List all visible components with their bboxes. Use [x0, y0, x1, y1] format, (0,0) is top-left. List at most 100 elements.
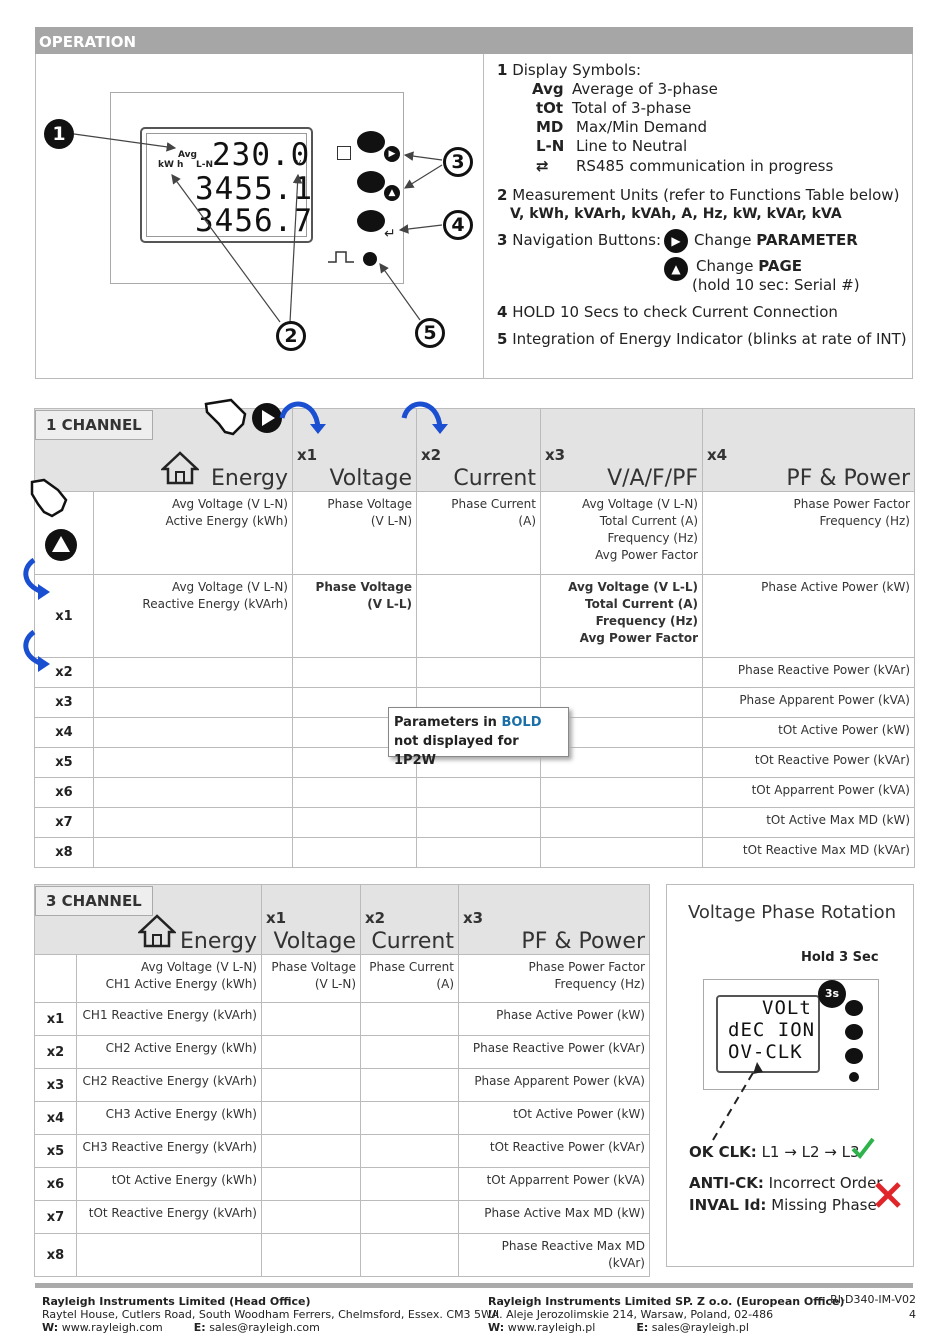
device-button-hold[interactable] [357, 210, 385, 232]
footer-right-e-label: E: [636, 1321, 649, 1334]
footer-left-web-link[interactable]: www.rayleigh.com [61, 1321, 163, 1334]
note-text-bold: BOLD [501, 715, 542, 730]
one-channel-row-label: x5 [34, 747, 94, 778]
one-channel-cell: Phase Current (A) [416, 491, 541, 575]
footer-left-title: Rayleigh Instruments Limited (Head Offic… [42, 1295, 311, 1308]
footer-left-address: Raytel House, Cutlers Road, South Woodha… [42, 1308, 499, 1321]
footer-left-email-link[interactable]: sales@rayleigh.com [209, 1321, 320, 1334]
op-item-3-page: Change PAGE [696, 257, 802, 276]
parameter-arrow-icon: ▶ [664, 229, 688, 253]
one-channel-cell: Phase Active Power (kW) [702, 574, 915, 658]
three-channel-row-label: x7 [34, 1200, 77, 1234]
three-channel-cell [360, 1068, 459, 1102]
hand-pointer-down-icon [30, 478, 77, 561]
header-vafpf-label: V/A/F/PF [607, 466, 698, 491]
inval-id-line: INVAL Id: Missing Phase [689, 1196, 877, 1214]
one-channel-cell [540, 837, 703, 868]
three-channel-row-label: x1 [34, 1002, 77, 1036]
op-item-4-text: HOLD 10 Secs to check Current Connection [512, 303, 838, 321]
one-channel-cell [93, 657, 293, 688]
checkmark-icon [851, 1137, 875, 1160]
three-channel-cell: Phase Active Max MD (kW) [458, 1200, 650, 1234]
footer-left-contact: W: www.rayleigh.com E: sales@rayleigh.co… [42, 1321, 320, 1334]
op-item-1-text: Display Symbols: [512, 61, 642, 79]
three-channel-cell: Phase Active Power (kW) [458, 1002, 650, 1036]
callout-1: 1 [44, 119, 74, 149]
mini-led [849, 1072, 859, 1082]
footer-right-contact: W: www.rayleigh.pl E: sales@rayleigh.pl [488, 1321, 749, 1334]
op-item-2-text: Measurement Units (refer to Functions Ta… [512, 186, 900, 204]
symbol-row-ln: L-N Line to Neutral [536, 137, 687, 156]
bold-parameters-note: Parameters in BOLD not displayed for 1P2… [388, 707, 569, 768]
three-channel-cell: CH3 Reactive Energy (kVArh) [76, 1134, 262, 1168]
one-channel-cell [416, 837, 541, 868]
mini-meter [703, 979, 879, 1090]
device-button-page[interactable] [357, 171, 385, 193]
three-channel-cell [360, 1101, 459, 1135]
symbol-desc: Average of 3-phase [572, 80, 718, 98]
mini-button-2[interactable] [845, 1024, 863, 1040]
inval-id-label: INVAL Id: [689, 1196, 767, 1214]
symbol-code: tOt [536, 99, 564, 117]
op-item-2-units: V, kWh, kVArh, kVAh, A, Hz, kW, kVAr, kV… [510, 206, 842, 222]
ok-clk-line: OK CLK: L1 → L2 → L3 [689, 1143, 860, 1161]
symbol-desc: Total of 3-phase [572, 99, 692, 117]
mini-lcd-line-2: dEC ION [728, 1019, 816, 1041]
symbol-code: L-N [536, 137, 565, 155]
three-channel-cell [360, 1167, 459, 1201]
op-item-4: 4 HOLD 10 Secs to check Current Connecti… [497, 303, 838, 322]
footer-right-web-link[interactable]: www.rayleigh.pl [507, 1321, 596, 1334]
header-pf-power-x: x4 [707, 446, 728, 464]
three-channel-cell [360, 1233, 459, 1277]
one-channel-cell [93, 777, 293, 808]
one-channel-cell: Phase Power Factor Frequency (Hz) [702, 491, 915, 575]
one-channel-cell: Avg Voltage (V L-N) Active Energy (kWh) [93, 491, 293, 575]
symbol-code: MD [536, 118, 564, 136]
device-button-parameter[interactable] [357, 131, 385, 153]
note-text-post: not displayed for 1P2W [394, 734, 519, 768]
three-channel-row-label: x3 [34, 1068, 77, 1102]
pulse-icon [328, 251, 354, 263]
three-channel-cell: tOt Active Power (kW) [458, 1101, 650, 1135]
one-channel-row-label: x3 [34, 687, 94, 718]
lcd-line-2: 3455.1 [195, 171, 313, 207]
mini-button-3[interactable] [845, 1048, 863, 1064]
one-channel-cell: Phase Voltage (V L-L) [292, 574, 417, 658]
header-current-x: x2 [421, 446, 442, 464]
anti-ck-text: Incorrect Order [768, 1174, 883, 1192]
lcd-line-1: 230.0 [212, 137, 311, 173]
symbol-desc: Line to Neutral [576, 137, 688, 155]
three-channel-cell: Avg Voltage (V L-N) CH1 Active Energy (k… [76, 954, 262, 1003]
three-channel-cell: CH3 Active Energy (kWh) [76, 1101, 262, 1135]
three-channel-cell: Phase Voltage (V L-N) [261, 954, 361, 1003]
one-channel-cell [93, 837, 293, 868]
header-voltage-x: x1 [297, 446, 318, 464]
callout-lines [73, 133, 443, 323]
callout-5: 5 [415, 318, 445, 348]
hand-pointer-right-icon [204, 398, 282, 436]
mini-button-1[interactable] [845, 1000, 863, 1016]
op-item-5-text: Integration of Energy Indicator (blinks … [512, 330, 907, 348]
mini-lcd-line-3: OV-CLK [728, 1041, 803, 1063]
one-channel-cell [416, 777, 541, 808]
note-text-pre: Parameters in [394, 715, 497, 730]
footer-right-email-link[interactable]: sales@rayleigh.pl [651, 1321, 749, 1334]
three-channel-cell [261, 1233, 361, 1277]
op-item-1: 1 Display Symbols: [497, 61, 641, 80]
header-vafpf-x: x3 [545, 446, 566, 464]
three-channel-row: Avg Voltage (V L-N) CH1 Active Energy (k… [34, 954, 650, 1003]
one-channel-cell [416, 574, 541, 658]
three-channel-cell: CH2 Active Energy (kWh) [76, 1035, 262, 1069]
op-item-5: 5 Integration of Energy Indicator (blink… [497, 330, 907, 349]
one-channel-cell [93, 687, 293, 718]
